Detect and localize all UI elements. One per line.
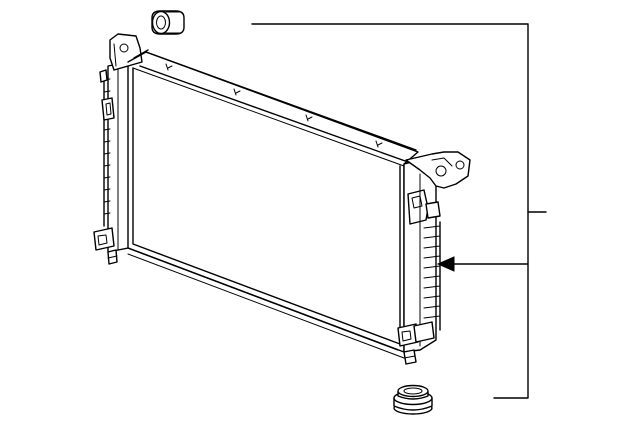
lower-insulator: [393, 384, 433, 415]
upper-insulator: [151, 10, 185, 35]
radiator-assembly: [93, 33, 471, 365]
radiator-core: [127, 49, 419, 359]
left-tank: [93, 33, 143, 265]
right-tank: [397, 151, 471, 365]
arrow-head-icon: [436, 256, 455, 272]
callout-bracket: [251, 23, 547, 399]
